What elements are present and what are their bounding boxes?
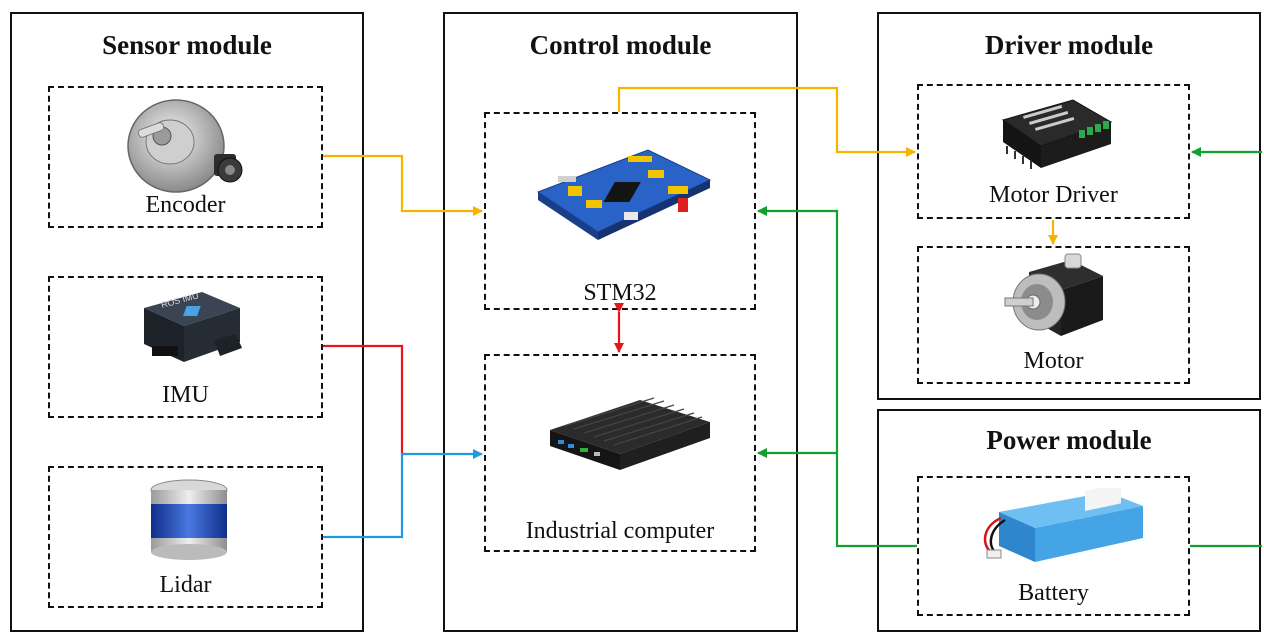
industrial-computer-label: Industrial computer	[525, 518, 715, 544]
encoder-label: Encoder	[145, 192, 226, 218]
motor-icon	[1004, 253, 1103, 336]
lidar-to-computer-arrow	[323, 449, 483, 539]
encoder-icon	[127, 99, 243, 193]
battery-to-stm32-arrow	[757, 206, 917, 548]
motor-driver-box: Motor Driver	[917, 84, 1190, 219]
battery-box: Battery	[917, 476, 1190, 616]
imu-to-computer-line	[323, 344, 404, 454]
control-module-title: Control module	[529, 30, 712, 60]
encoder-to-stm32-arrow	[323, 154, 483, 216]
lidar-label: Lidar	[159, 572, 212, 598]
imu-box: ROS IMU IMU	[48, 276, 323, 418]
battery-icon	[983, 488, 1143, 562]
motor-driver-label: Motor Driver	[989, 182, 1118, 208]
motor-box: Motor	[917, 246, 1190, 384]
imu-icon: ROS IMU	[144, 290, 242, 362]
industrial-computer-box: Industrial computer	[484, 354, 756, 552]
stm32-to-motor-driver-arrow	[617, 86, 916, 157]
battery-label: Battery	[1018, 580, 1089, 606]
driver-module: Driver module	[877, 12, 1261, 400]
motor-label: Motor	[1023, 348, 1084, 374]
industrial-computer-icon	[550, 397, 710, 470]
stm32-board-icon	[536, 149, 712, 240]
lidar-icon	[150, 479, 228, 560]
imu-label: IMU	[162, 382, 209, 408]
sensor-module-title: Sensor module	[102, 30, 272, 60]
motor-driver-icon	[1001, 99, 1113, 169]
power-module-title: Power module	[986, 425, 1152, 455]
lidar-box: Lidar	[48, 466, 323, 608]
stm32-label: STM32	[583, 280, 657, 306]
encoder-box: Encoder	[48, 86, 323, 228]
driver-module-title: Driver module	[984, 30, 1154, 60]
